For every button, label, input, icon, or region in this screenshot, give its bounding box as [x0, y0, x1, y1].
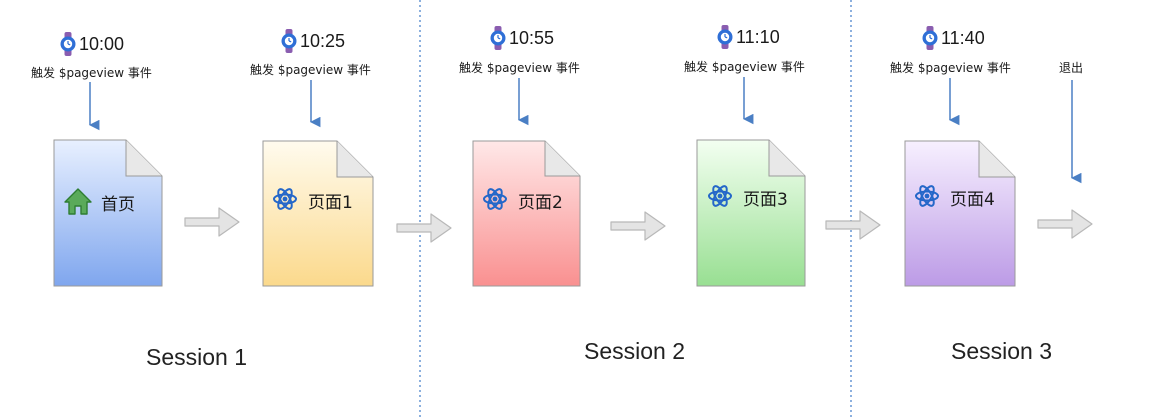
page-label: 页面2 — [518, 193, 563, 213]
event-time: 11:40 — [941, 28, 985, 48]
event-time: 11:10 — [736, 27, 780, 47]
page-document — [53, 139, 163, 287]
event-trigger: 触发 $pageview 事件 — [250, 63, 371, 77]
page-document — [904, 140, 1016, 287]
watch-icon — [717, 25, 733, 49]
session-label: Session 1 — [146, 344, 248, 370]
page-label: 页面1 — [308, 193, 353, 213]
home-icon — [64, 188, 92, 215]
page-document — [472, 140, 581, 287]
watch-icon — [922, 26, 938, 50]
flow-arrow — [825, 210, 881, 240]
page-label: 页面4 — [950, 190, 995, 210]
page-document — [696, 139, 806, 287]
event-trigger: 触发 $pageview 事件 — [459, 61, 580, 75]
flow-arrow — [396, 213, 452, 243]
event-trigger: 触发 $pageview 事件 — [890, 61, 1011, 75]
event-time: 10:55 — [509, 28, 555, 48]
event-trigger: 触发 $pageview 事件 — [31, 66, 152, 80]
page-label: 首页 — [101, 195, 135, 215]
atom-icon — [708, 185, 732, 207]
event-time: 10:00 — [79, 34, 125, 54]
watch-icon — [490, 26, 506, 50]
exit-label: 退出 — [1059, 61, 1084, 75]
watch-icon — [281, 29, 297, 53]
atom-icon — [483, 188, 507, 210]
session-label: Session 3 — [951, 338, 1053, 364]
flow-arrow — [184, 207, 240, 237]
flow-arrow — [610, 211, 666, 241]
flow-arrow — [1037, 209, 1093, 239]
page-document — [262, 140, 374, 287]
atom-icon — [273, 188, 297, 210]
session-label: Session 2 — [584, 338, 686, 364]
event-time: 10:25 — [300, 31, 346, 51]
event-trigger: 触发 $pageview 事件 — [684, 60, 805, 74]
atom-icon — [915, 185, 939, 207]
page-label: 页面3 — [743, 190, 788, 210]
watch-icon — [60, 32, 76, 56]
